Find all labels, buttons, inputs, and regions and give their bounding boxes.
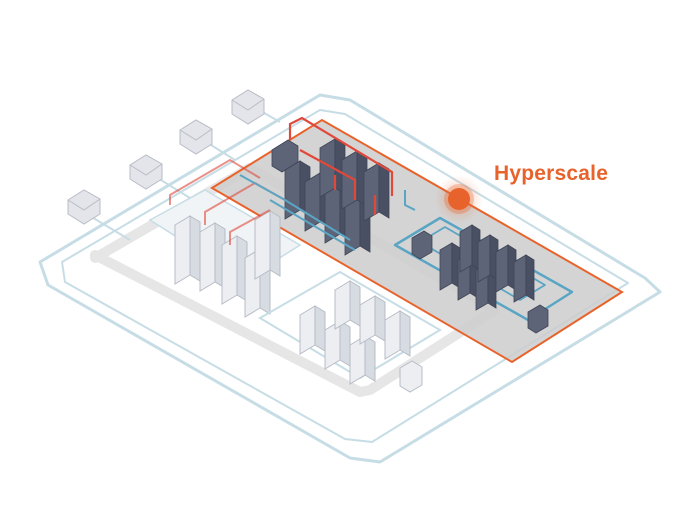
hall-a-heat-flow — [288, 116, 394, 215]
colocation-area — [258, 270, 442, 393]
enterprise-racks — [174, 210, 281, 318]
generator-unit — [129, 154, 163, 190]
hyperscale-hall-a — [239, 116, 416, 256]
hall-a-cool-flow — [239, 174, 416, 251]
hall-a-racks — [271, 138, 390, 256]
enterprise-area — [148, 158, 302, 318]
generator-unit — [67, 189, 101, 225]
campus-outer-loop — [38, 93, 662, 464]
generator-unit — [231, 89, 265, 125]
hall-b-racks — [411, 224, 549, 334]
generator-unit — [179, 119, 213, 155]
hyperscale-callout-label: Hyperscale — [494, 162, 609, 185]
generator-units — [67, 89, 265, 225]
hyperscale-marker — [435, 175, 483, 223]
hyperscale-hall-b — [393, 216, 574, 334]
colocation-racks — [299, 280, 423, 393]
